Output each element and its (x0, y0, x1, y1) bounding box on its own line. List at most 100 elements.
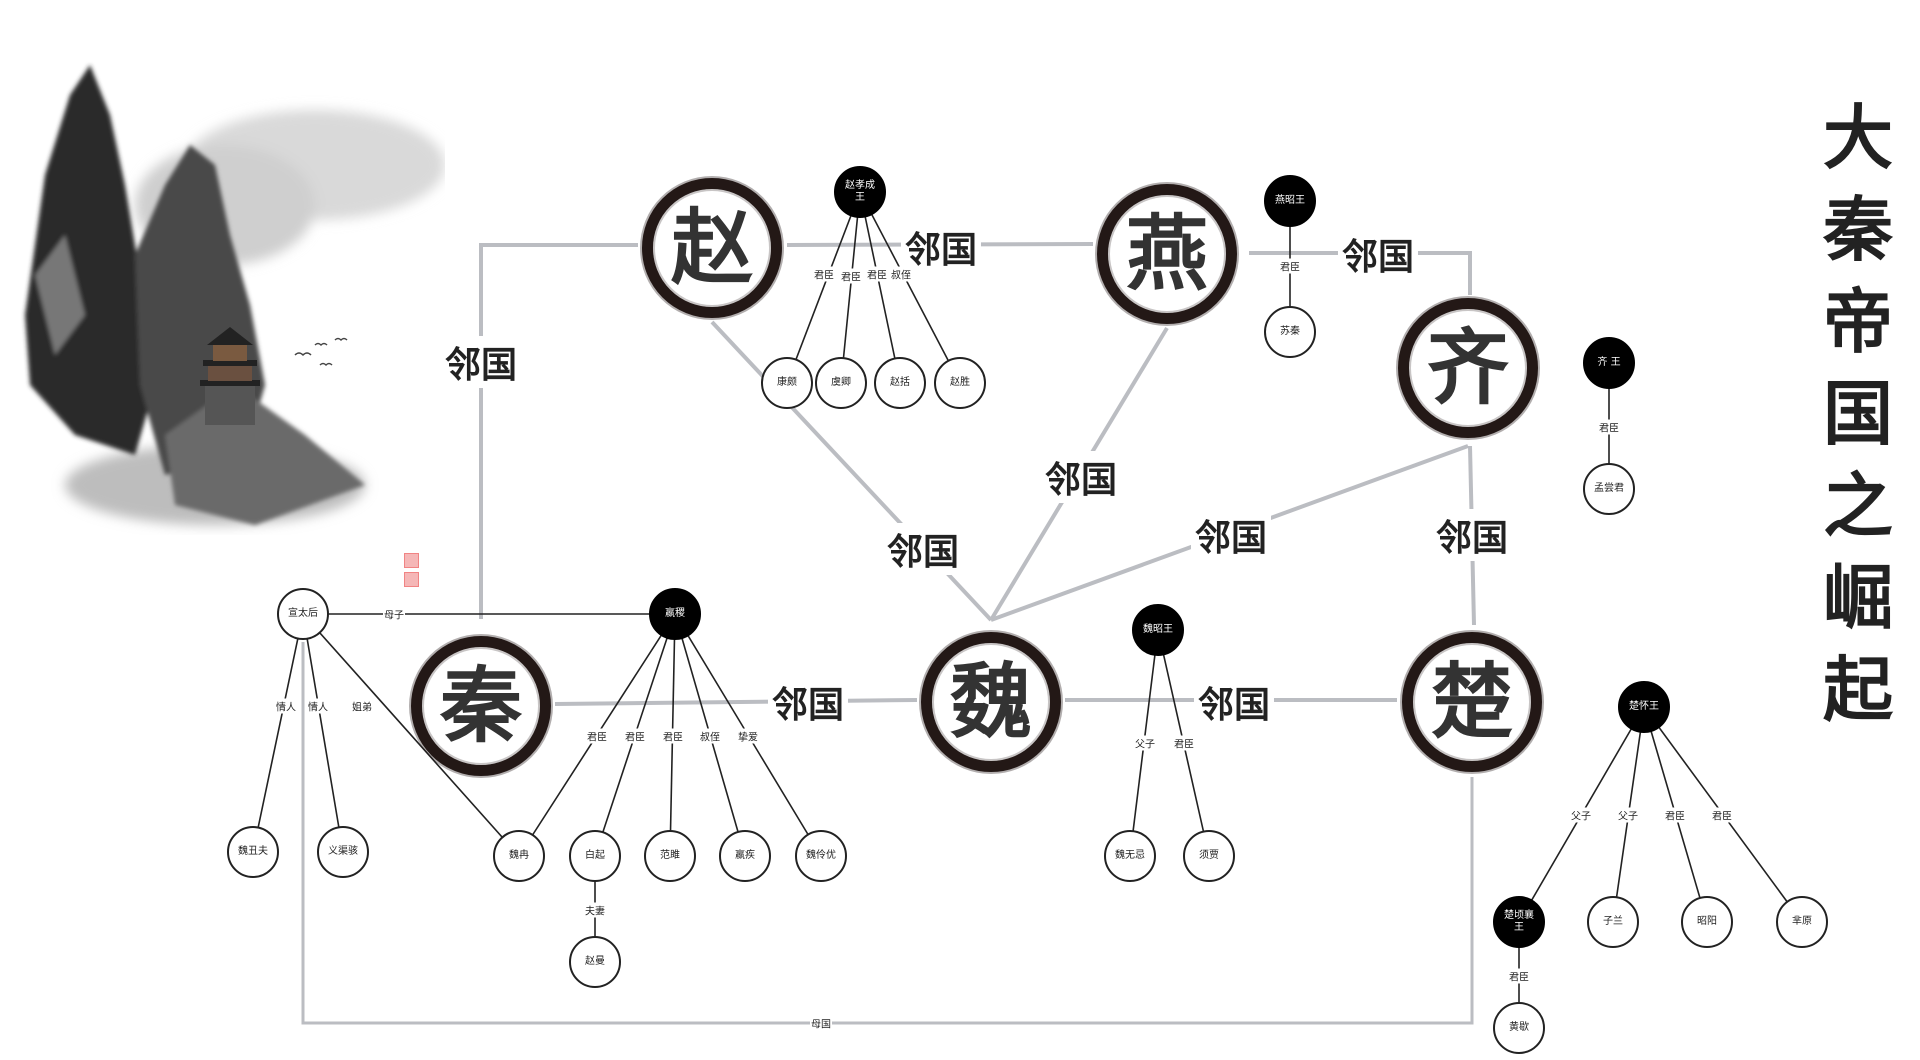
state-edge-label: 邻国 (1040, 451, 1122, 503)
person-name: 魏伶优 (806, 850, 836, 861)
state-node-zhao[interactable]: 赵 (642, 178, 782, 318)
person-name: 苏秦 (1280, 326, 1300, 337)
person-name: 昭阳 (1697, 916, 1717, 927)
title-char: 起 (1823, 648, 1893, 731)
state-name: 魏 (949, 654, 1032, 750)
person-name: 子兰 (1603, 916, 1623, 927)
person-name: 楚怀王 (1629, 701, 1659, 712)
person-node-zxcw[interactable]: 赵孝成王 (834, 166, 886, 218)
person-node-zhaoman[interactable]: 赵曼 (569, 936, 621, 988)
person-name: 赵孝成王 (845, 180, 875, 203)
title-char: 国 (1823, 372, 1893, 455)
person-name: 齐 王 (1597, 357, 1621, 368)
person-node-zhaoyang[interactable]: 昭阳 (1681, 896, 1733, 948)
person-node-yzw[interactable]: 燕昭王 (1264, 175, 1316, 227)
state-name: 燕 (1125, 206, 1208, 302)
state-edge-label: 邻国 (882, 523, 964, 575)
person-node-xth[interactable]: 宣太后 (277, 588, 329, 640)
state-edge-yan-qi (1249, 251, 1472, 295)
person-node-yingji2[interactable]: 嬴疾 (719, 830, 771, 882)
person-name: 虞卿 (831, 377, 851, 388)
state-node-wei[interactable]: 魏 (921, 632, 1061, 772)
state-edge-label: 邻国 (1431, 509, 1513, 561)
person-name: 义渠骇 (328, 846, 358, 857)
title-char: 大 (1823, 96, 1893, 179)
person-node-zhaokuo[interactable]: 赵括 (874, 357, 926, 409)
relation-label: 君臣 (1664, 807, 1686, 823)
person-name: 赵括 (890, 377, 910, 388)
relation-label: 君臣 (1598, 419, 1620, 435)
person-node-weiran[interactable]: 魏冉 (493, 830, 545, 882)
person-edge-xth-wcf (252, 613, 304, 853)
state-edge-label: 邻国 (440, 336, 522, 388)
state-name: 齐 (1426, 320, 1509, 416)
person-node-baiqi[interactable]: 白起 (569, 830, 621, 882)
red-seal-stamp (404, 553, 419, 591)
relation-label: 情人 (307, 698, 329, 714)
state-node-chu[interactable]: 楚 (1402, 632, 1542, 772)
person-edge-zxcw-lianpo (786, 191, 861, 384)
relation-label: 姐弟 (351, 698, 373, 714)
person-name: 孟尝君 (1594, 483, 1624, 494)
person-node-yuqing[interactable]: 虞卿 (815, 357, 867, 409)
person-node-wly[interactable]: 魏伶优 (795, 830, 847, 882)
relation-label: 君臣 (586, 728, 608, 744)
relation-label: 君臣 (840, 268, 862, 284)
relation-label: 父子 (1134, 735, 1156, 751)
state-node-qi[interactable]: 齐 (1398, 298, 1538, 438)
title-char: 崛 (1823, 556, 1893, 639)
state-name: 秦 (439, 658, 522, 754)
person-name: 范雎 (660, 850, 680, 861)
state-edge-label: 邻国 (1193, 676, 1275, 728)
person-name: 魏冉 (509, 850, 529, 861)
person-edge-xth-weiran (302, 613, 520, 857)
person-node-qiw[interactable]: 齐 王 (1583, 337, 1635, 389)
relation-label: 父子 (1570, 807, 1592, 823)
person-node-huangxie[interactable]: 黄歇 (1493, 1002, 1545, 1054)
person-node-lianpo[interactable]: 康颇 (761, 357, 813, 409)
person-name: 魏无忌 (1115, 850, 1145, 861)
person-node-cqxw[interactable]: 楚顷襄王 (1493, 896, 1545, 948)
person-node-yingji[interactable]: 嬴稷 (649, 588, 701, 640)
person-node-yqh[interactable]: 义渠骇 (317, 826, 369, 878)
relation-label: 君臣 (866, 266, 888, 282)
person-node-mcj[interactable]: 孟尝君 (1583, 463, 1635, 515)
person-name: 黄歇 (1509, 1022, 1529, 1033)
title-char: 帝 (1823, 280, 1893, 363)
person-node-chw[interactable]: 楚怀王 (1618, 681, 1670, 733)
person-name: 康颇 (777, 377, 797, 388)
relation-label: 母子 (383, 606, 405, 622)
person-name: 楚顷襄王 (1504, 910, 1534, 933)
person-node-zilan[interactable]: 子兰 (1587, 896, 1639, 948)
state-edge-qin-zhao (479, 243, 638, 619)
person-name: 魏昭王 (1143, 624, 1173, 635)
state-edge-chu-xth (301, 642, 1474, 1025)
relation-label: 君臣 (662, 728, 684, 744)
person-node-wzw[interactable]: 魏昭王 (1132, 604, 1184, 656)
state-node-yan[interactable]: 燕 (1097, 184, 1237, 324)
person-edge-zxcw-yuqing (840, 191, 861, 384)
person-node-suqin[interactable]: 苏秦 (1264, 306, 1316, 358)
person-node-wwj[interactable]: 魏无忌 (1104, 830, 1156, 882)
person-name: 白起 (585, 850, 605, 861)
relation-label: 君臣 (624, 728, 646, 744)
person-node-wcf[interactable]: 魏丑夫 (227, 826, 279, 878)
relation-label: 父子 (1617, 807, 1639, 823)
person-node-zhaosheng[interactable]: 赵胜 (934, 357, 986, 409)
person-node-xujia[interactable]: 须贾 (1183, 830, 1235, 882)
person-node-fanju[interactable]: 范雎 (644, 830, 696, 882)
person-name: 赵曼 (585, 956, 605, 967)
relation-label: 君臣 (1279, 258, 1301, 274)
person-name: 嬴稷 (665, 608, 685, 619)
relation-label: 君臣 (1173, 735, 1195, 751)
state-edge-label: 邻国 (1337, 228, 1419, 280)
person-name: 芈原 (1792, 916, 1812, 927)
state-edge-label: 邻国 (900, 221, 982, 273)
person-edge-zxcw-zhaokuo (859, 191, 901, 384)
state-node-qin[interactable]: 秦 (411, 636, 551, 776)
person-name: 嬴疾 (735, 850, 755, 861)
ink-landscape-painting (25, 65, 445, 525)
state-edge-qin-wei (554, 698, 918, 706)
person-node-miyuan[interactable]: 芈原 (1776, 896, 1828, 948)
birds-icon (294, 337, 348, 367)
